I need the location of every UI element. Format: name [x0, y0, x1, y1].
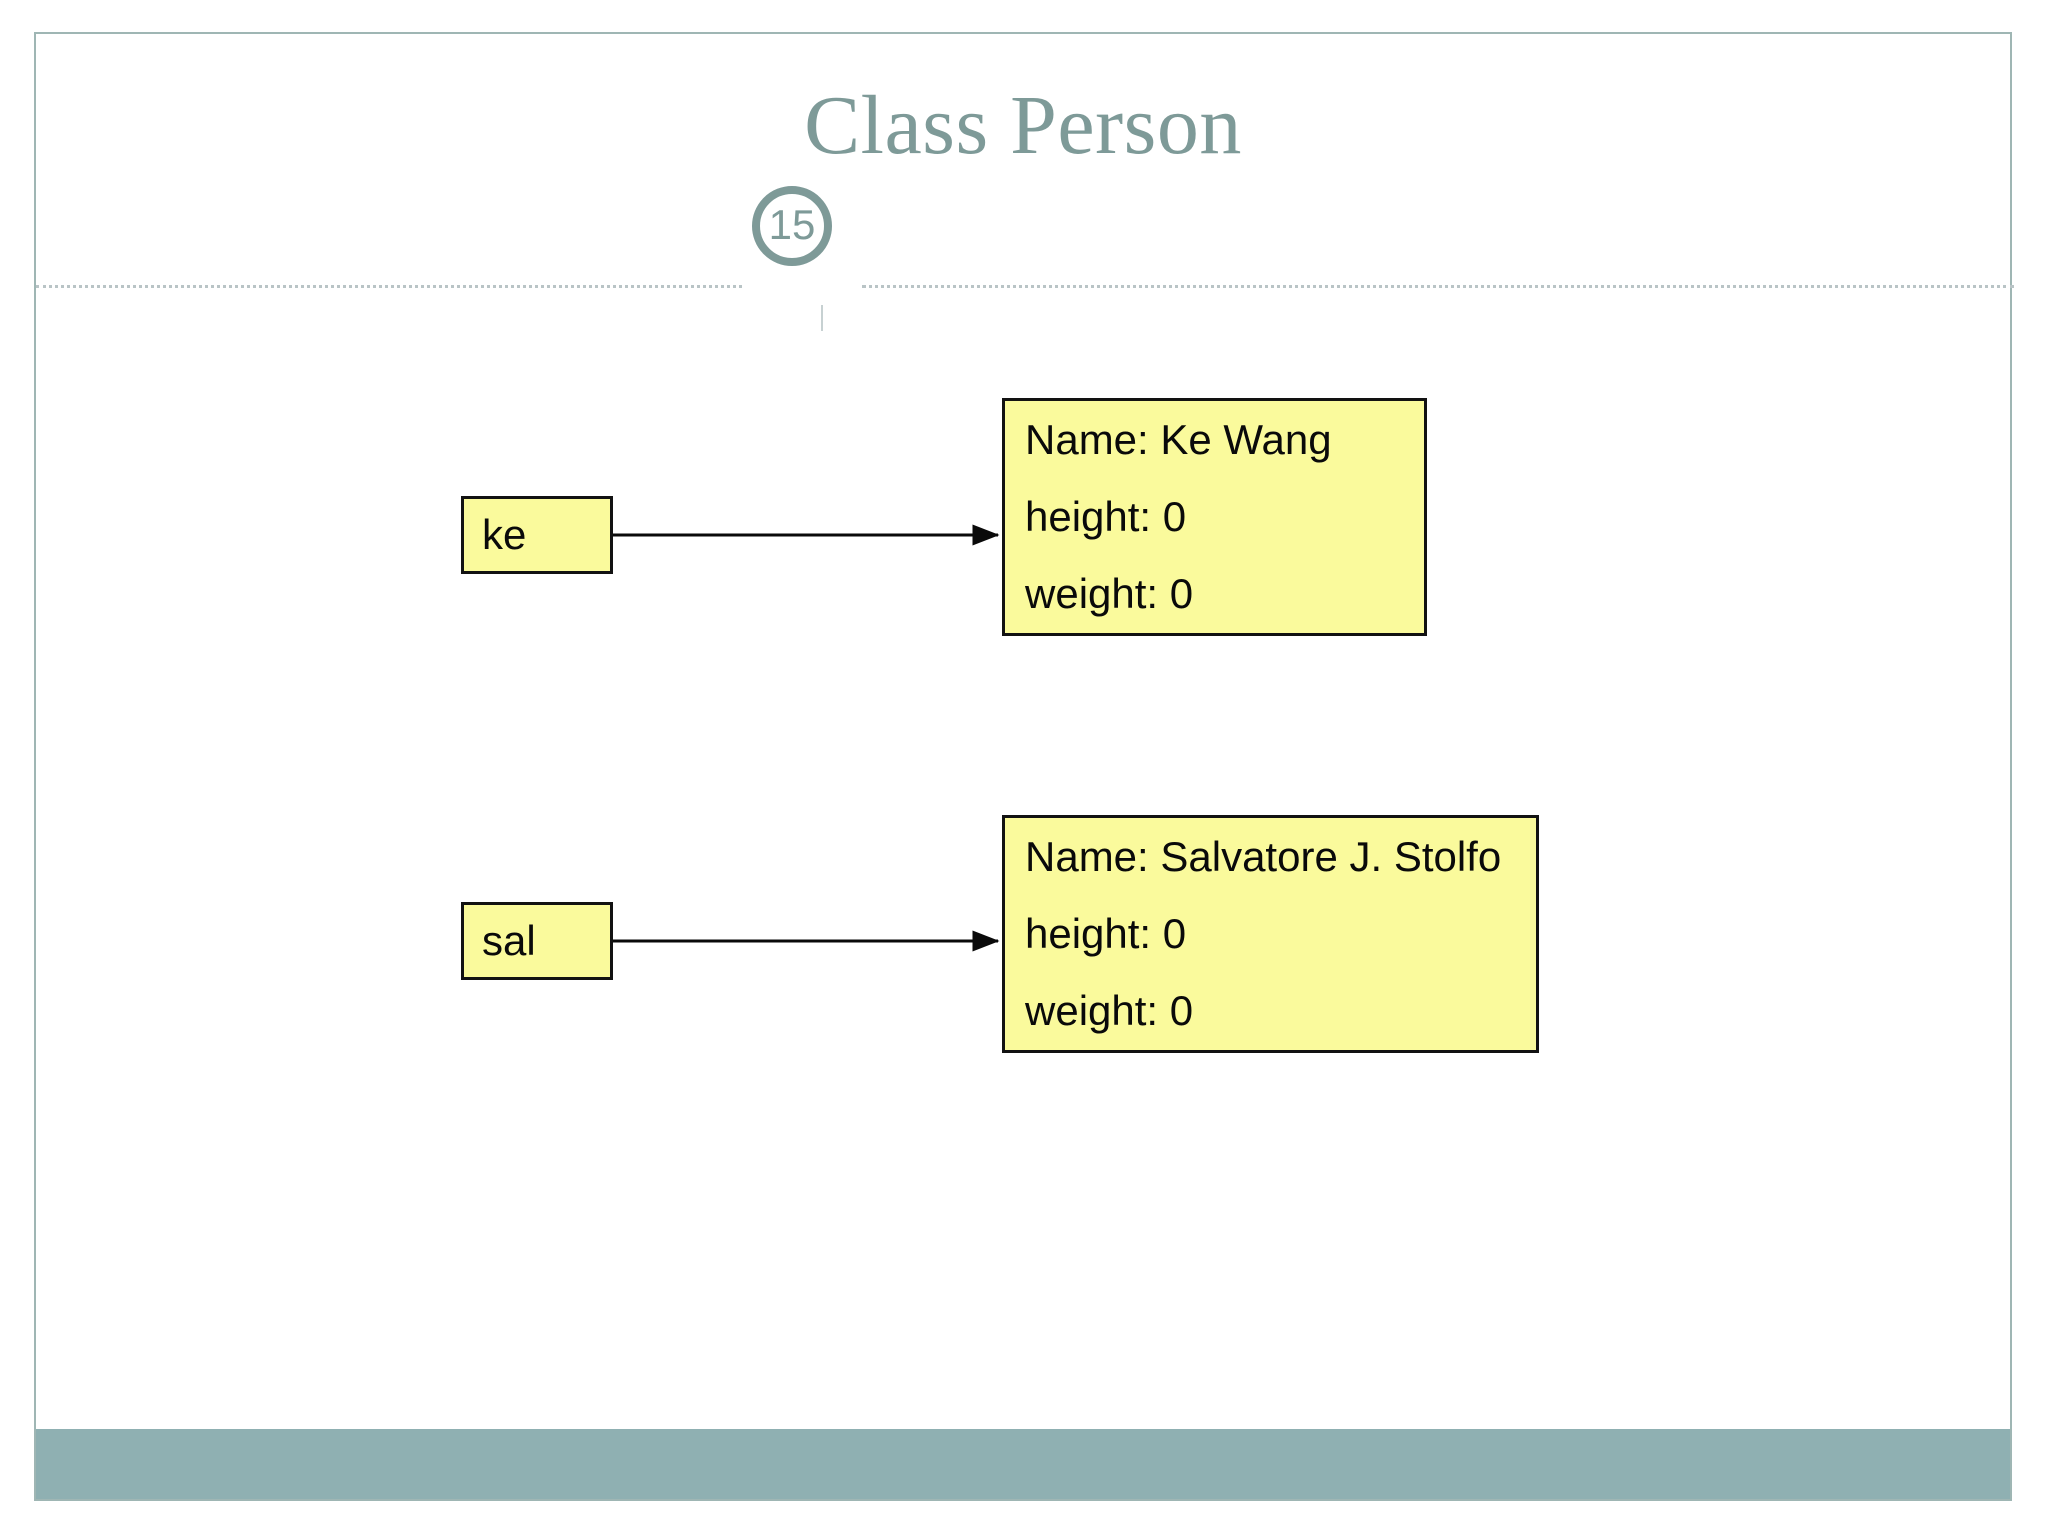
- object-diagram: ke sal Name: Ke Wang height: 0 weight: 0…: [36, 34, 2010, 1499]
- object-box-person-ke[interactable]: Name: Ke Wang height: 0 weight: 0: [1002, 398, 1427, 636]
- arrow-layer: [613, 524, 1000, 952]
- page-number-label: 15: [768, 201, 816, 248]
- object-field-height: height: 0: [1025, 492, 1187, 540]
- object-field-weight: weight: 0: [1025, 987, 1194, 1035]
- object-field-height: height: 0: [1025, 909, 1187, 957]
- variable-box-sal[interactable]: sal: [461, 902, 613, 980]
- badge-tick-bottom: [821, 305, 823, 331]
- object-field-weight: weight: 0: [1025, 570, 1194, 618]
- object-field-name: Name: Ke Wang: [1025, 415, 1332, 463]
- object-box-person-sal[interactable]: Name: Salvatore J. Stolfo height: 0 weig…: [1002, 815, 1539, 1053]
- header-divider-left: [36, 285, 742, 288]
- page-number-badge: 15: [752, 186, 832, 266]
- variable-box-ke[interactable]: ke: [461, 496, 613, 574]
- header-divider-right: [862, 285, 2014, 288]
- slide-canvas: Class Person 15 ke sal Name: Ke Wang hei…: [34, 32, 2014, 1501]
- variable-label-ke: ke: [482, 511, 527, 558]
- footer-bar: [36, 1429, 2010, 1499]
- object-field-name: Name: Salvatore J. Stolfo: [1025, 832, 1502, 880]
- variable-label-sal: sal: [482, 917, 536, 964]
- page-title: Class Person: [804, 79, 1242, 172]
